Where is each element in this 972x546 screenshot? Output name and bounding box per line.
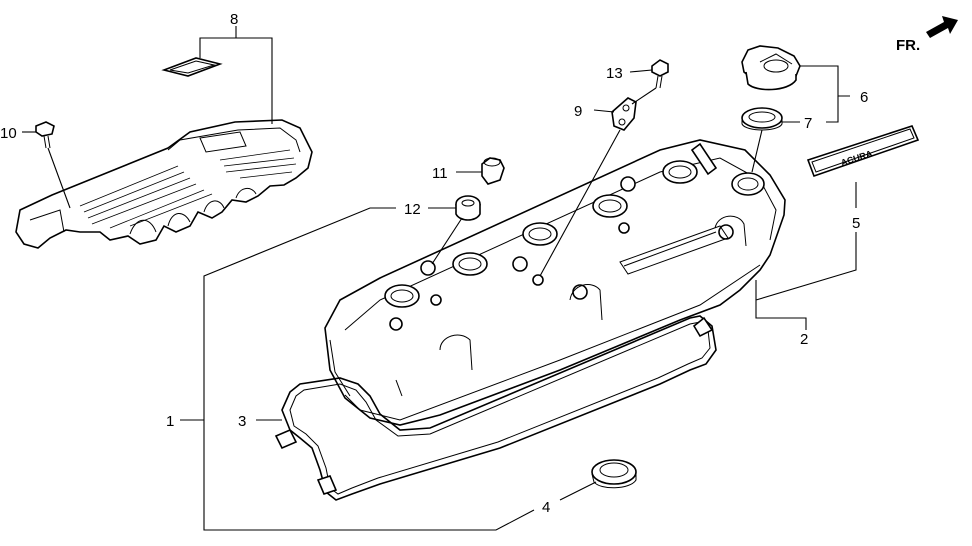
- cover-bolt-part: [35, 121, 55, 149]
- callout-labels: 8 10 11 12 13 9 6 7 5 2 1 3 4: [0, 11, 868, 516]
- callout-3: 3: [238, 413, 246, 430]
- callout-7: 7: [804, 115, 812, 132]
- direction-label: FR.: [896, 37, 920, 54]
- emblem-part: ACURA: [806, 125, 920, 178]
- washer-seal-part: [455, 195, 481, 221]
- valve-cover-gasket-part: [274, 315, 717, 501]
- oil-filler-cap-part: [741, 45, 801, 91]
- cover-plate-part: [161, 57, 223, 77]
- plug-tube-seal-part: [591, 459, 637, 489]
- callout-5: 5: [852, 215, 860, 232]
- callout-8: 8: [230, 11, 238, 28]
- callout-1: 1: [166, 413, 174, 430]
- bracket-bolt-part: [651, 59, 669, 89]
- callout-4: 4: [542, 499, 550, 516]
- callout-11: 11: [432, 165, 448, 182]
- callout-2: 2: [800, 331, 808, 348]
- valve-cover-part: [324, 139, 786, 426]
- callout-10: 10: [0, 125, 17, 142]
- cap-nut-part: [481, 157, 505, 185]
- front-direction-arrow-icon: [926, 16, 958, 38]
- bracket-part: [611, 97, 637, 131]
- leader-lines: [22, 26, 857, 531]
- callout-13: 13: [606, 65, 623, 82]
- filler-cap-o-ring-part: [741, 107, 783, 131]
- engine-cover-part: [15, 119, 313, 249]
- callout-6: 6: [860, 89, 868, 106]
- front-direction-indicator: FR.: [896, 16, 958, 54]
- callout-9: 9: [574, 103, 582, 120]
- callout-12: 12: [404, 201, 421, 218]
